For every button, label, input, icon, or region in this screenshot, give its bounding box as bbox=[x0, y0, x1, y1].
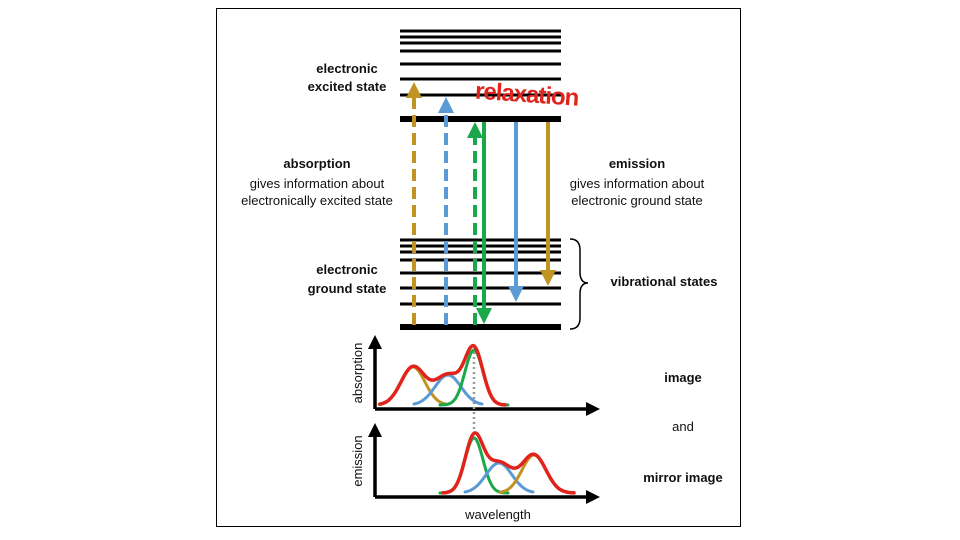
energy-levels bbox=[400, 29, 561, 330]
mirror-image-label: mirror image bbox=[643, 470, 722, 485]
emission-spectrum bbox=[441, 431, 576, 495]
relaxation-label: relaxation bbox=[474, 78, 579, 112]
and-label: and bbox=[672, 419, 694, 434]
wavelength-axis-label: wavelength bbox=[464, 507, 531, 522]
absorption-desc-2: electronically excited state bbox=[241, 193, 393, 208]
ground-state-label-2: ground state bbox=[308, 281, 387, 296]
transition-arrows bbox=[406, 82, 556, 325]
excited-state-label-2: excited state bbox=[308, 79, 387, 94]
ground-state-label-1: electronic bbox=[316, 262, 377, 277]
emission-desc-1: gives information about bbox=[570, 176, 705, 191]
absorption-axis-label: absorption bbox=[350, 343, 365, 404]
emission-band-green bbox=[438, 436, 510, 495]
figure-frame bbox=[216, 8, 741, 527]
vibrational-bracket bbox=[569, 238, 589, 330]
excited-state-label-1: electronic bbox=[316, 61, 377, 76]
absorption-title: absorption bbox=[283, 156, 350, 171]
vibrational-states-label: vibrational states bbox=[611, 274, 718, 289]
image-label: image bbox=[664, 370, 702, 385]
absorption-desc-1: gives information about bbox=[250, 176, 385, 191]
spectra bbox=[377, 343, 576, 495]
emission-desc-2: electronic ground state bbox=[571, 193, 703, 208]
emission-title: emission bbox=[609, 156, 665, 171]
emission-axis-label: emission bbox=[350, 435, 365, 486]
absorption-spectrum bbox=[378, 343, 507, 407]
